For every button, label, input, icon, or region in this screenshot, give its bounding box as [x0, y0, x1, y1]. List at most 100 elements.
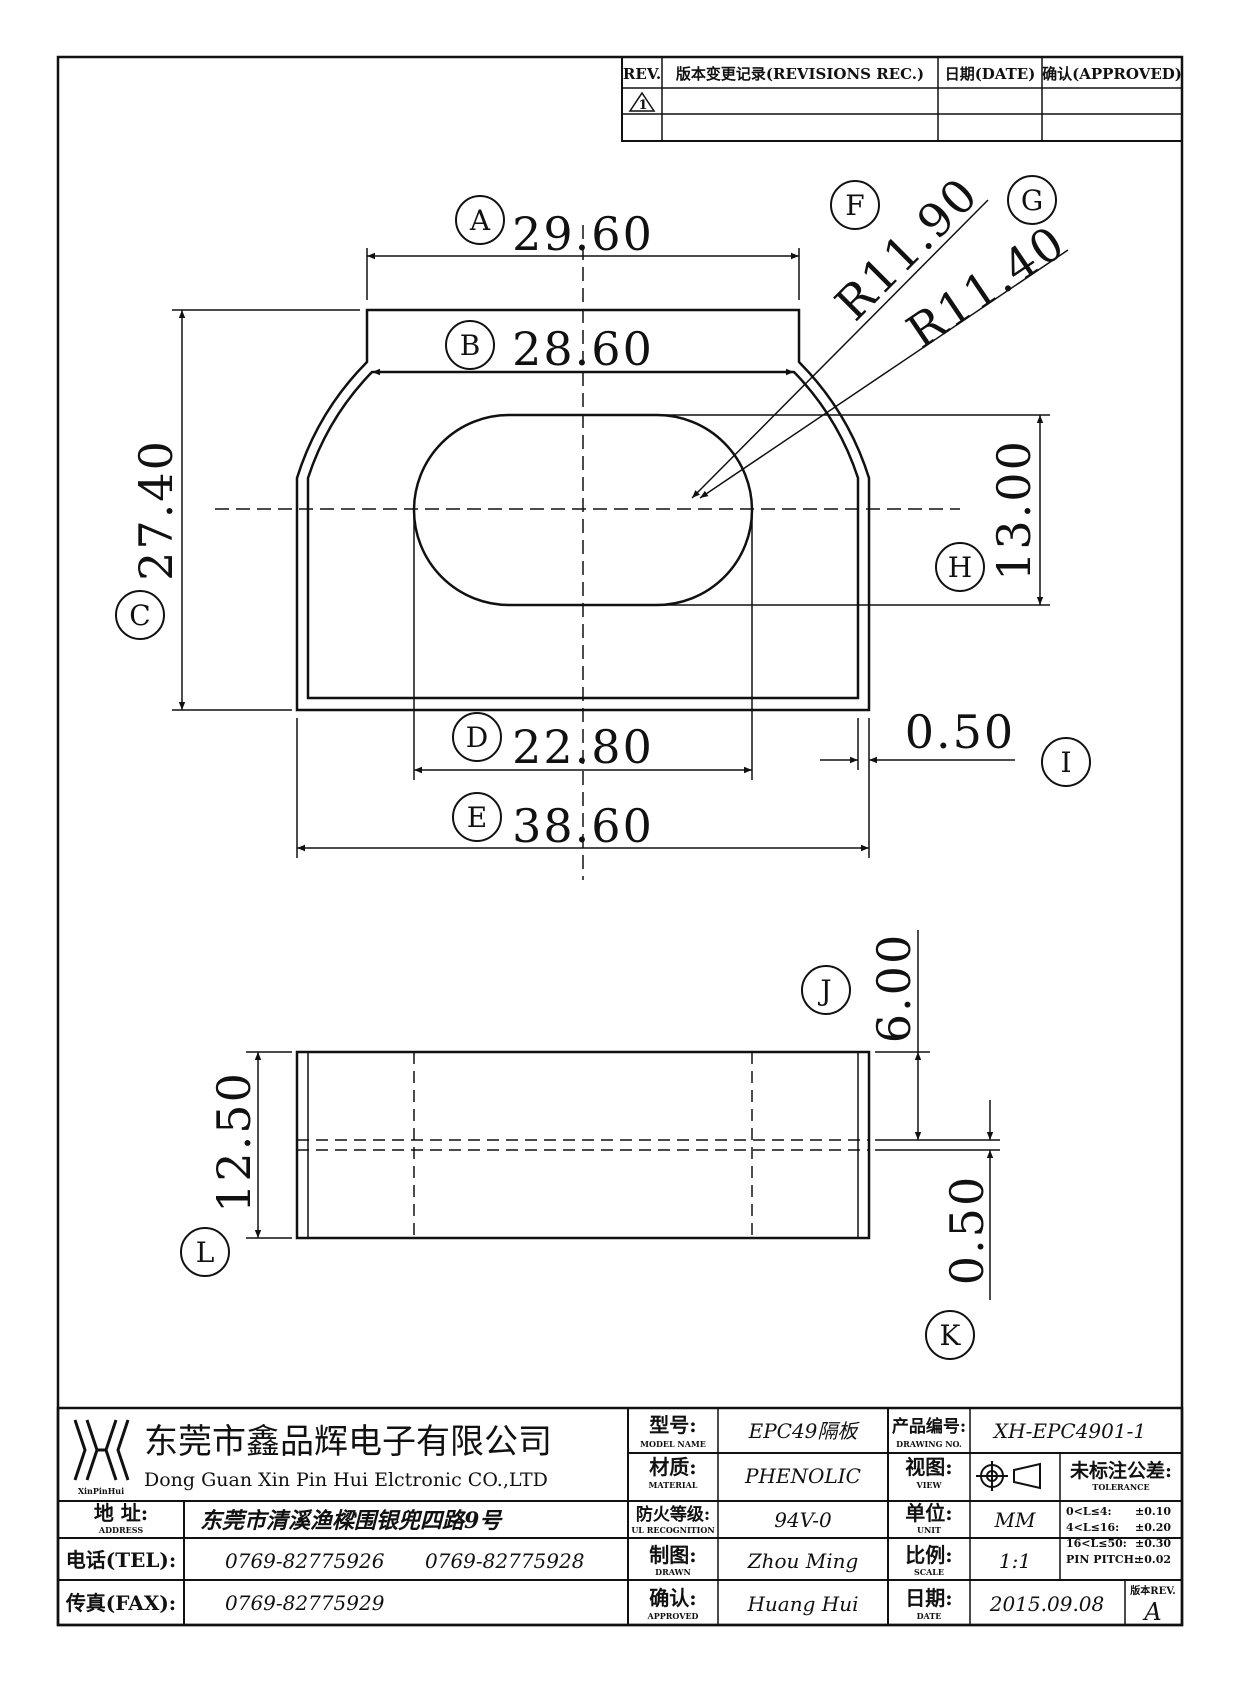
drawing-no-value: XH-EPC4901-1	[992, 1419, 1146, 1443]
dim-l-value: 12.50	[207, 1071, 261, 1213]
centerlines	[215, 225, 960, 880]
drawing-no-label: 产品编号:	[892, 1416, 966, 1437]
dim-k-value: 0.50	[940, 1175, 994, 1285]
svg-text:C: C	[129, 599, 150, 632]
material-label: 材质:	[649, 1455, 696, 1479]
marker-j: J	[801, 965, 851, 1015]
tolerance-list: 0<L≤4: ±0.10 4<L≤16: ±0.20 16<L≤50: ±0.3…	[1066, 1505, 1171, 1566]
model-value: EPC49隔板	[748, 1419, 861, 1443]
fire-rating-value: 94V-0	[774, 1508, 832, 1532]
marker-a: A	[455, 195, 505, 245]
tolerance-value: ±0.02	[1135, 1553, 1171, 1566]
drawn-value: Zhou Ming	[747, 1549, 859, 1573]
svg-text:E: E	[467, 801, 487, 834]
side-view	[295, 1050, 871, 1240]
fax-label: 传真(FAX):	[65, 1591, 176, 1615]
side-view-dimension-lines	[246, 930, 1000, 1300]
marker-e: E	[452, 792, 502, 842]
marker-l: L	[180, 1227, 230, 1277]
company-logo-icon	[73, 1419, 130, 1481]
fire-rating-label: 防火等级:	[636, 1504, 710, 1525]
top-view-dimension-lines	[172, 199, 1069, 858]
model-label: 型号:	[649, 1413, 696, 1437]
unit-value: MM	[994, 1508, 1036, 1532]
tel-number-2: 0769-82775928	[425, 1549, 584, 1573]
revision-value: A	[1142, 1598, 1161, 1626]
material-value: PHENOLIC	[744, 1464, 861, 1488]
dim-j-value: 6.00	[867, 933, 921, 1043]
dim-d-value: 22.80	[512, 720, 654, 774]
tel-number-1: 0769-82775926	[225, 1549, 385, 1573]
model-sub: MODEL NAME	[640, 1439, 706, 1449]
approved-value: Huang Hui	[746, 1592, 858, 1616]
svg-text:H: H	[948, 551, 972, 584]
approved-label: 确认:	[649, 1586, 696, 1610]
address-value: 东莞市清溪渔樑围银兜四路9号	[200, 1508, 503, 1534]
scale-sub: SCALE	[914, 1567, 944, 1577]
dim-a-value: 29.60	[512, 207, 654, 261]
svg-text:J: J	[817, 974, 831, 1007]
scale-value: 1:1	[999, 1549, 1031, 1573]
revision-table	[621, 56, 1183, 142]
fax-number: 0769-82775929	[225, 1591, 385, 1615]
side-view-body	[295, 1050, 871, 1240]
date-sub: DATE	[917, 1611, 942, 1621]
drawn-label: 制图:	[649, 1543, 696, 1567]
title-block-grid	[56, 1406, 1184, 1627]
unit-sub: UNIT	[917, 1525, 941, 1535]
company-name-en: Dong Guan Xin Pin Hui Elctronic CO.,LTD	[144, 1469, 548, 1491]
svg-text:L: L	[196, 1236, 215, 1269]
projection-symbol-icon	[976, 1461, 1041, 1491]
company-name-cn: 东莞市鑫品辉电子有限公司	[144, 1422, 552, 1462]
svg-text:A: A	[469, 204, 491, 237]
drawing-no-sub: DRAWING NO.	[896, 1439, 962, 1449]
top-view-outer-contour	[295, 308, 871, 712]
dim-b-value: 28.60	[512, 322, 654, 376]
marker-k: K	[925, 1310, 975, 1360]
svg-text:G: G	[1021, 184, 1043, 217]
rev-header: REV.	[623, 65, 661, 83]
fire-rating-sub: UL RECOGNITION	[631, 1525, 714, 1535]
svg-text:F: F	[845, 189, 864, 222]
records-header: 版本变更记录(REVISIONS REC.)	[676, 65, 924, 83]
dim-i-value: 0.50	[905, 705, 1015, 759]
tolerance-label: 未标注公差:	[1069, 1459, 1172, 1482]
material-sub: MATERIAL	[649, 1480, 698, 1490]
address-label: 地 址:	[94, 1501, 148, 1525]
date-value: 2015.09.08	[989, 1592, 1105, 1616]
dim-c-value: 27.40	[129, 439, 183, 581]
marker-f: F	[830, 180, 880, 230]
svg-text:B: B	[460, 329, 481, 362]
approved-sub: APPROVED	[647, 1611, 699, 1621]
address-sub: ADDRESS	[98, 1525, 143, 1535]
date-header: 日期(DATE)	[945, 65, 1036, 83]
tolerance-range: 4<L≤16:	[1066, 1521, 1119, 1534]
svg-text:D: D	[466, 721, 488, 754]
revision-label: 版本REV.	[1130, 1584, 1175, 1597]
marker-g: G	[1007, 175, 1057, 225]
date-label: 日期:	[905, 1586, 952, 1610]
scale-label: 比例:	[905, 1543, 952, 1567]
rev-mark: 1	[638, 98, 647, 113]
marker-c: C	[115, 590, 165, 640]
tel-label: 电话(TEL):	[66, 1548, 177, 1572]
view-sub: VIEW	[915, 1480, 942, 1490]
marker-h: H	[935, 542, 985, 592]
drawn-sub: DRAWN	[655, 1567, 691, 1577]
svg-text:I: I	[1060, 746, 1071, 779]
marker-d: D	[452, 712, 502, 762]
tolerance-value: ±0.20	[1135, 1521, 1171, 1534]
approved-header: 确认(APPROVED)	[1042, 65, 1182, 83]
logo-text: XinPinHui	[78, 1486, 124, 1496]
revision-triangle-icon	[628, 91, 656, 112]
tolerance-value: ±0.30	[1135, 1537, 1171, 1550]
dim-h-value: 13.00	[987, 439, 1041, 581]
tolerance-sub: TOLERANCE	[1092, 1482, 1149, 1492]
tolerance-range: PIN PITCH:	[1066, 1553, 1138, 1566]
tolerance-range: 0<L≤4:	[1066, 1505, 1112, 1518]
svg-text:K: K	[940, 1319, 962, 1352]
view-label: 视图:	[905, 1455, 952, 1479]
dim-e-value: 38.60	[512, 799, 654, 853]
unit-label: 单位:	[905, 1501, 952, 1525]
